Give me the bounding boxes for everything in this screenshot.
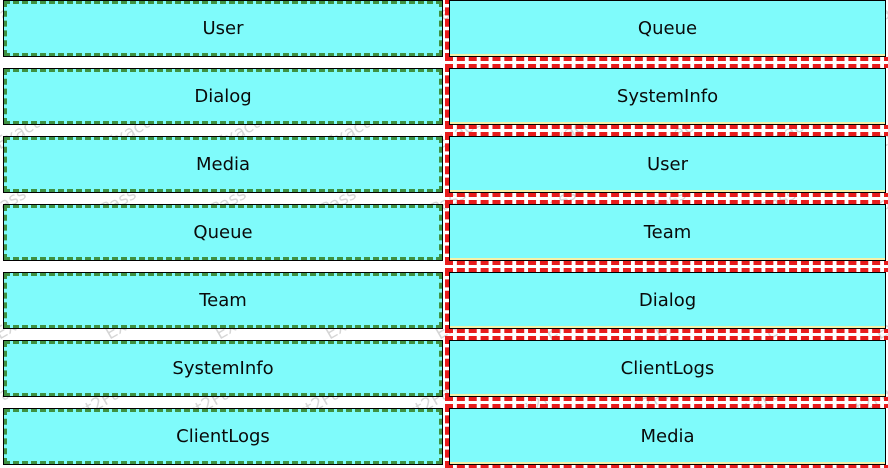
target-item-2-label: SystemInfo: [616, 86, 719, 107]
source-item-2[interactable]: Dialog: [3, 68, 443, 125]
target-item-4[interactable]: Team: [445, 200, 888, 265]
target-item-2[interactable]: SystemInfo: [445, 64, 888, 129]
source-item-6-label: SystemInfo: [172, 358, 274, 379]
source-item-3-label: Media: [195, 154, 251, 175]
target-list: Queue SystemInfo User Team Dialog Client…: [445, 0, 888, 468]
source-list: User Dialog Media Queue Team SystemInfo …: [3, 0, 443, 468]
source-item-3[interactable]: Media: [3, 136, 443, 193]
target-item-7-label: Media: [640, 426, 695, 447]
target-item-5[interactable]: Dialog: [445, 268, 888, 333]
source-item-2-label: Dialog: [194, 86, 252, 107]
target-item-1[interactable]: Queue: [445, 0, 888, 61]
source-item-4[interactable]: Queue: [3, 204, 443, 261]
source-item-7[interactable]: ClientLogs: [3, 408, 443, 465]
target-item-7[interactable]: Media: [445, 404, 888, 468]
target-item-4-label: Team: [643, 222, 692, 243]
target-item-3-label: User: [646, 154, 689, 175]
source-item-7-label: ClientLogs: [176, 426, 270, 447]
target-item-6-label: ClientLogs: [620, 358, 715, 379]
target-item-3[interactable]: User: [445, 132, 888, 197]
source-item-1[interactable]: User: [3, 0, 443, 57]
source-item-5-label: Team: [199, 290, 247, 311]
target-item-1-label: Queue: [637, 18, 698, 39]
source-item-1-label: User: [202, 18, 244, 39]
source-item-5[interactable]: Team: [3, 272, 443, 329]
target-item-6[interactable]: ClientLogs: [445, 336, 888, 401]
source-item-6[interactable]: SystemInfo: [3, 340, 443, 397]
target-item-5-label: Dialog: [638, 290, 697, 311]
source-item-4-label: Queue: [193, 222, 253, 243]
